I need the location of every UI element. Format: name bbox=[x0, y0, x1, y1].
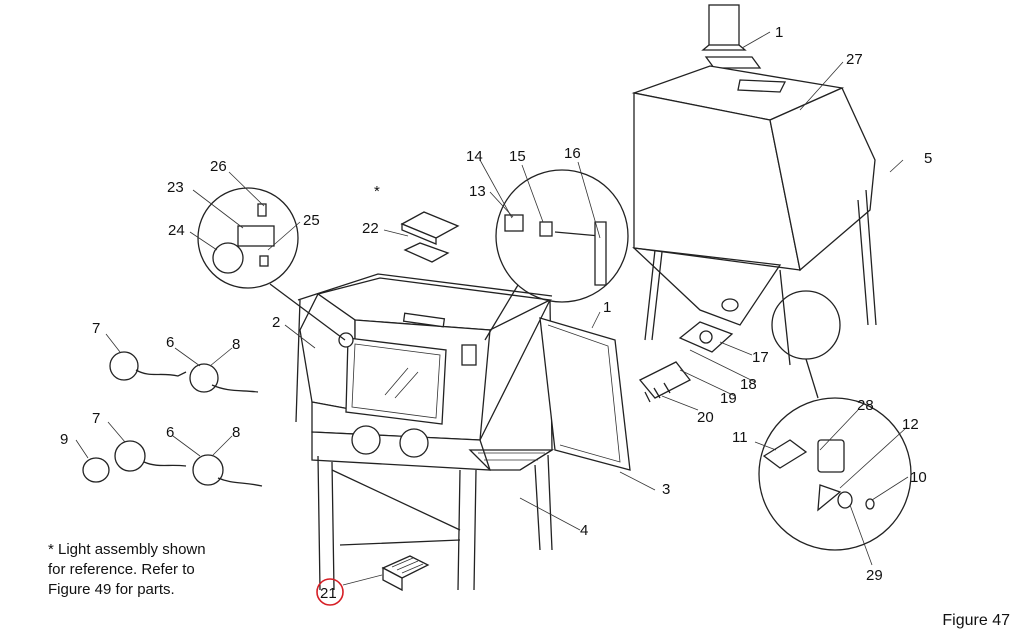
callout-7-upper: 7 bbox=[92, 320, 100, 337]
callout-8-upper: 8 bbox=[232, 336, 240, 353]
callout-19: 19 bbox=[720, 390, 737, 407]
callout-22: 22 bbox=[362, 220, 379, 237]
callout-2: 2 bbox=[272, 314, 280, 331]
callout-21: 21 bbox=[320, 585, 337, 602]
note-line-3: Figure 49 for parts. bbox=[48, 581, 175, 598]
light-asterisk: * bbox=[374, 183, 380, 200]
gauge-detail bbox=[197, 187, 346, 341]
blast-cabinet bbox=[295, 273, 631, 591]
figure-label: Figure 47 bbox=[942, 612, 1010, 629]
pipe-detail bbox=[484, 169, 629, 341]
callout-27: 27 bbox=[846, 51, 863, 68]
dust-collector bbox=[631, 4, 877, 366]
callout-14: 14 bbox=[466, 148, 483, 165]
callout-25: 25 bbox=[303, 212, 320, 229]
valve-detail bbox=[758, 290, 912, 551]
callout-8-lower: 8 bbox=[232, 424, 240, 441]
callout-28: 28 bbox=[857, 397, 874, 414]
callout-11: 11 bbox=[732, 429, 748, 446]
callout-3: 3 bbox=[662, 481, 670, 498]
callout-1-top: 1 bbox=[775, 24, 783, 41]
callout-23: 23 bbox=[167, 179, 184, 196]
clamp-ring bbox=[82, 457, 110, 483]
gloves-upper bbox=[109, 351, 259, 393]
callout-7-lower: 7 bbox=[92, 410, 100, 427]
callout-1: 1 bbox=[603, 299, 611, 316]
callout-9: 9 bbox=[60, 431, 68, 448]
reference-note: * Light assembly shown for reference. Re… bbox=[48, 540, 206, 600]
hose-assembly bbox=[638, 321, 734, 403]
callout-21-highlight bbox=[316, 578, 344, 606]
light-assembly bbox=[400, 211, 460, 263]
callout-15: 15 bbox=[509, 148, 526, 165]
foot-pedal bbox=[381, 555, 430, 592]
gloves-lower bbox=[114, 440, 263, 487]
callout-12: 12 bbox=[902, 416, 919, 433]
callout-16: 16 bbox=[564, 145, 581, 162]
callout-26: 26 bbox=[210, 158, 227, 175]
callout-29: 29 bbox=[866, 567, 883, 584]
callout-17: 17 bbox=[752, 349, 769, 366]
callout-18: 18 bbox=[740, 376, 757, 393]
callout-10: 10 bbox=[910, 469, 927, 486]
callout-6-lower: 6 bbox=[166, 424, 174, 441]
callout-labels: 1 27 14 15 16 5 26 23 13 25 24 22 * 2 1 … bbox=[60, 24, 932, 602]
callout-4: 4 bbox=[580, 522, 588, 539]
leader-lines bbox=[75, 31, 909, 586]
callout-13: 13 bbox=[469, 183, 486, 200]
note-line-1: * Light assembly shown bbox=[48, 541, 206, 558]
callout-6-upper: 6 bbox=[166, 334, 174, 351]
callout-20: 20 bbox=[697, 409, 714, 426]
note-line-2: for reference. Refer to bbox=[48, 561, 195, 578]
callout-5: 5 bbox=[924, 150, 932, 167]
callout-24: 24 bbox=[168, 222, 185, 239]
